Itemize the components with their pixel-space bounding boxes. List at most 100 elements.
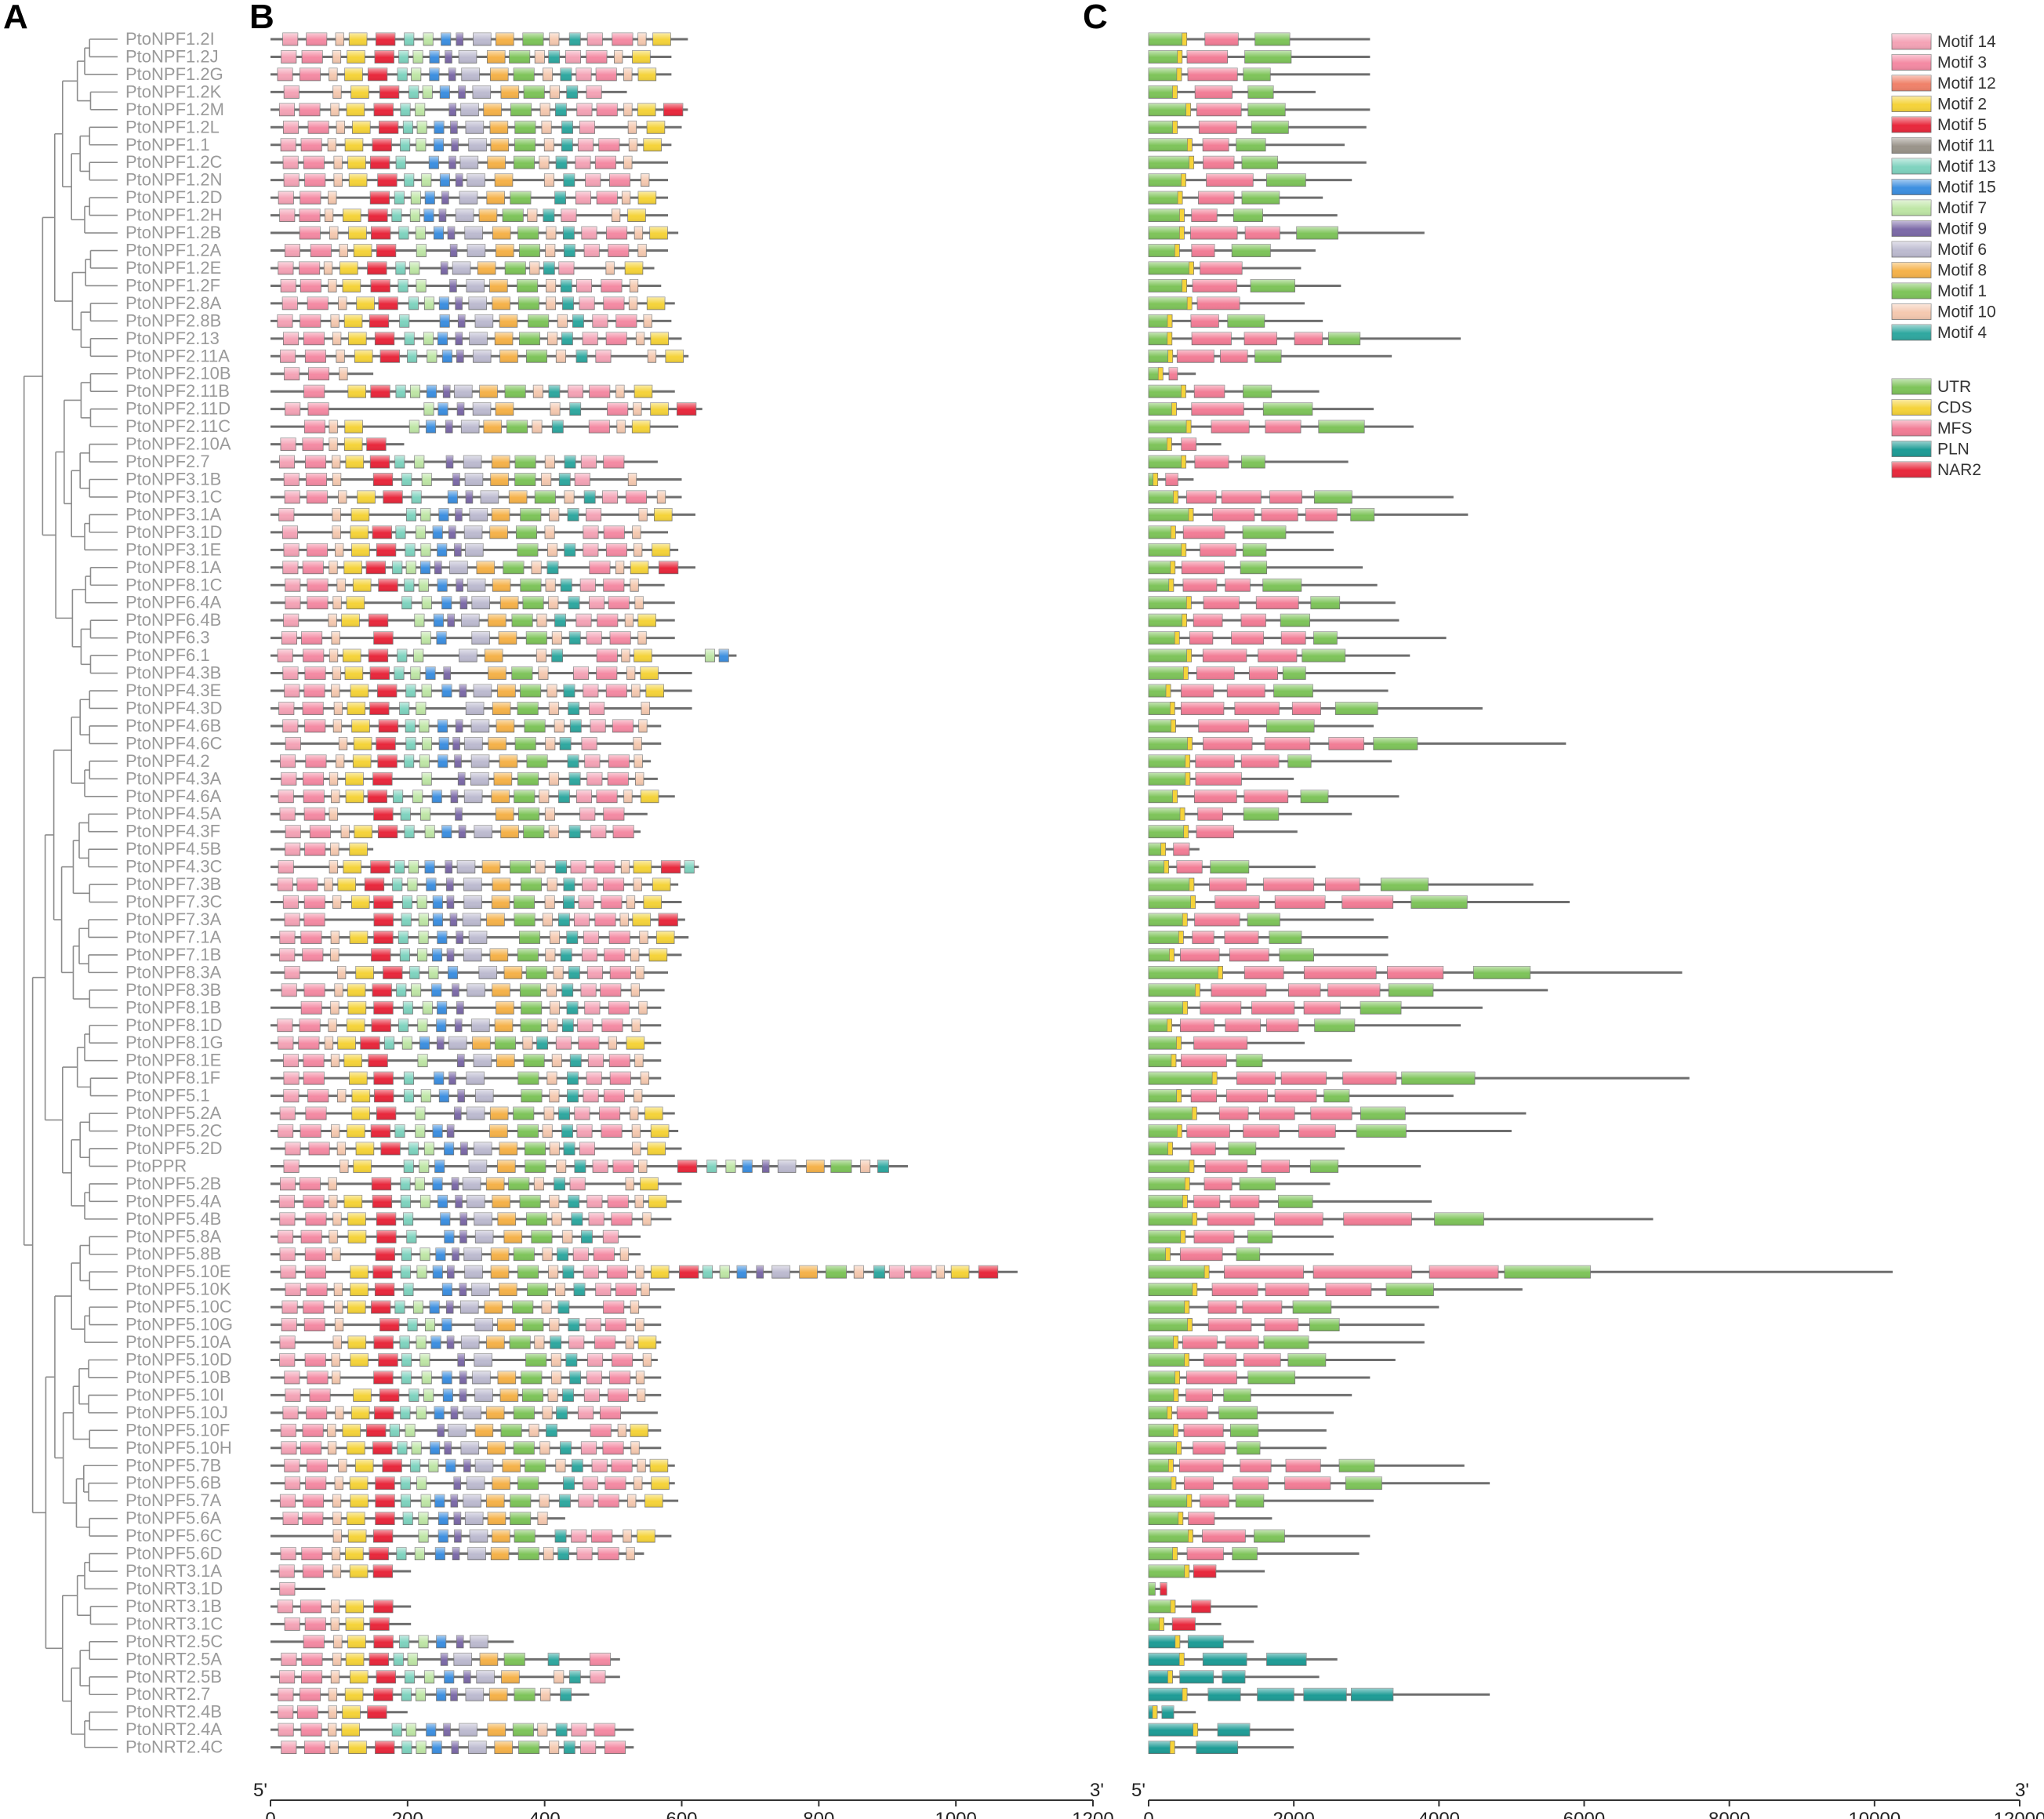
motif-box-shade — [625, 261, 643, 274]
motif-box-shade — [603, 1301, 624, 1314]
motif-box-shade — [307, 490, 328, 503]
cds-box — [1178, 1653, 1185, 1666]
gene-feature-shade — [1181, 684, 1214, 698]
gene-label: PtoNPF1.2B — [125, 223, 221, 242]
motif-box-shade — [459, 1212, 467, 1225]
motif-box-shade — [651, 1476, 670, 1490]
motif-box-shade — [597, 1547, 619, 1560]
motif-legend-label: Motif 2 — [1937, 96, 1987, 114]
gene-feature-shade — [1335, 702, 1378, 715]
gene-feature-shade — [1149, 156, 1194, 169]
motif-box-shade — [581, 456, 597, 469]
motif-box-shade — [652, 33, 671, 45]
motif-box-shade — [337, 1089, 346, 1102]
motif-box-shade — [468, 138, 487, 151]
gene-feature-shade — [1149, 1265, 1210, 1279]
motif-box-shade — [445, 420, 453, 434]
motif-box-shade — [280, 1177, 296, 1190]
motif-box-shade — [536, 1037, 548, 1050]
motif-box-shade — [520, 579, 542, 592]
motif-box-shade — [449, 279, 457, 292]
motif-box-shade — [651, 1265, 670, 1279]
motif-box-shade — [523, 825, 544, 838]
gene-feature-shade — [1309, 1318, 1340, 1331]
gene-feature-shade — [1149, 438, 1172, 451]
gene-feature-shade — [1149, 1476, 1176, 1490]
motif-box-shade — [703, 1265, 713, 1279]
gene-feature-shade — [1226, 1089, 1268, 1102]
motif-box-shade — [569, 33, 581, 45]
motif-box-shade — [465, 543, 484, 557]
gene-feature-shade — [1193, 1037, 1247, 1050]
motif-box-shade — [307, 1459, 328, 1472]
motif-box-shade — [400, 948, 410, 961]
motif-box-shade — [279, 948, 295, 961]
gene-feature-shade — [1149, 402, 1177, 416]
motif-box-shade — [370, 279, 390, 292]
motif-box-shade — [550, 931, 560, 944]
motif-box-shade — [657, 490, 666, 503]
motif-box-shade — [392, 561, 402, 574]
gene-feature-shade — [1243, 790, 1288, 803]
motif-box-shade — [384, 1037, 394, 1050]
gene-feature-shade — [1197, 296, 1240, 310]
motif-box-shade — [336, 33, 344, 45]
motif-box-shade — [452, 1177, 459, 1190]
gene-feature-shade — [1301, 790, 1328, 803]
gene-feature-shade — [1343, 1212, 1412, 1225]
motif-box-shade — [344, 1195, 362, 1208]
motif-box-shade — [331, 1054, 339, 1067]
motif-box-shade — [441, 261, 448, 274]
motif-box-shade — [348, 1741, 367, 1754]
motif-box-shade — [278, 508, 294, 521]
motif-box-shade — [332, 332, 341, 345]
gene-feature-shade — [1287, 1353, 1326, 1367]
motif-box-shade — [437, 579, 448, 592]
feature-legend-label: UTR — [1937, 378, 1971, 396]
motif-box-shade — [456, 173, 463, 187]
motif-box-shade — [600, 983, 621, 997]
gene-feature-shade — [1149, 1424, 1178, 1437]
motif-box-shade — [412, 1441, 422, 1454]
motif-box-shade — [400, 1406, 410, 1419]
motif-box-shade — [432, 1177, 443, 1190]
motif-box-shade — [648, 1195, 667, 1208]
gene-feature-shade — [1181, 438, 1196, 451]
motif-box-shade — [457, 1089, 465, 1102]
motif-box-shade — [398, 50, 408, 64]
motif-box-shade — [487, 1441, 506, 1454]
motif-box-shade — [576, 103, 593, 116]
motif-box-shade — [411, 191, 421, 205]
gene-feature-shade — [1149, 1371, 1180, 1384]
motif-box-shade — [447, 1336, 454, 1349]
motif-box-shade — [328, 1705, 337, 1719]
gene-feature-shade — [1313, 1265, 1412, 1279]
motif-box-shade — [377, 684, 397, 698]
cds-box — [1170, 1599, 1176, 1614]
gene-label: PtoNPF5.10G — [125, 1315, 233, 1334]
motif-box-shade — [282, 719, 298, 732]
motif-box-shade — [640, 666, 659, 680]
motif-box-shade — [448, 490, 458, 503]
motif-box-shade — [329, 1230, 338, 1244]
gene-feature-shade — [1401, 1072, 1476, 1085]
feature-legend-swatch-shade — [1892, 379, 1931, 394]
motif-box-shade — [464, 790, 482, 803]
motif-box-shade — [279, 1336, 296, 1349]
motif-box-shade — [440, 173, 450, 187]
motif-box-shade — [333, 156, 343, 169]
motif-box-shade — [546, 227, 556, 240]
gene-feature-shade — [1149, 1741, 1175, 1754]
motif-box-shade — [397, 1441, 408, 1454]
motif-box-shade — [437, 719, 448, 732]
motif-box-shade — [430, 1301, 440, 1314]
cds-box — [1157, 367, 1164, 381]
gene-feature-shade — [1149, 121, 1178, 134]
motif-box-shade — [571, 1723, 587, 1737]
motif-box-shade — [441, 596, 452, 609]
gene-feature-shade — [1283, 666, 1306, 680]
gene-feature-shade — [1227, 314, 1265, 328]
motif-box-shade — [345, 772, 364, 786]
motif-box-shade — [339, 367, 348, 380]
motif-box-shade — [511, 666, 532, 680]
